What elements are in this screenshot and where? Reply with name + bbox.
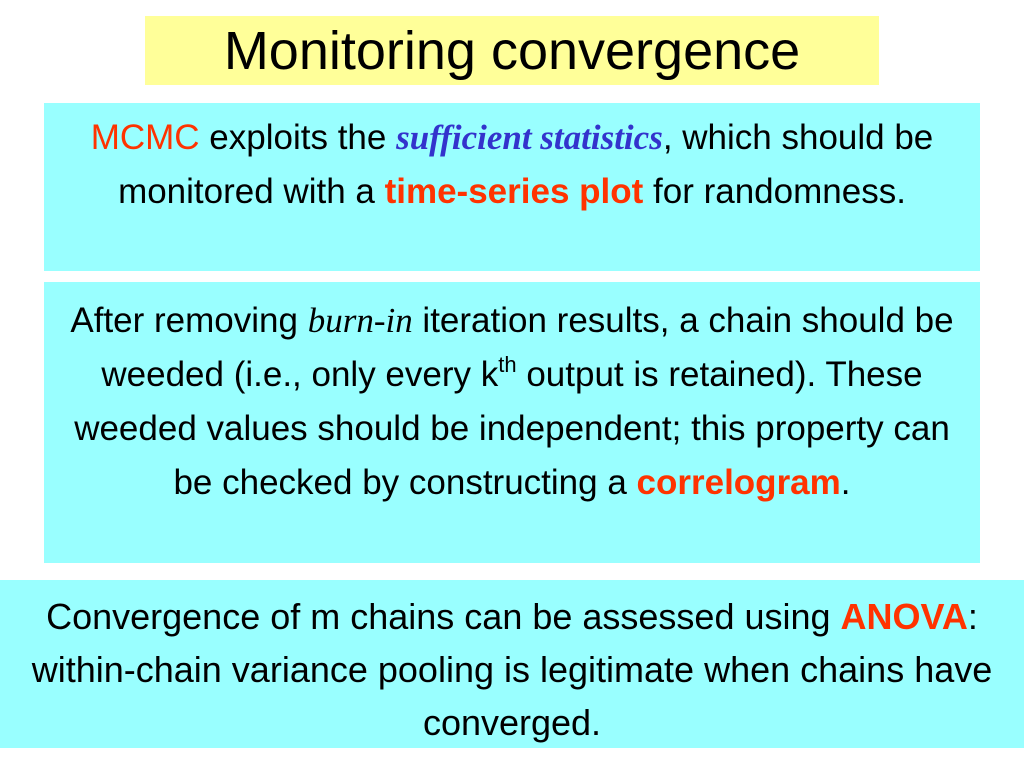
time-series-plot-term: time-series plot <box>384 172 644 211</box>
panel1-text-b: , which should be monitored with a <box>118 118 934 211</box>
anova-term: ANOVA <box>840 596 968 637</box>
panel1-text-a: exploits the <box>199 118 397 157</box>
slide-title: Monitoring convergence <box>223 20 801 81</box>
sufficient-statistics-term: sufficient statistics <box>396 118 663 157</box>
th-superscript: th <box>498 352 517 377</box>
panel1-text-c: for randomness. <box>643 172 906 211</box>
mcmc-statistics-panel: MCMC exploits the sufficient statistics,… <box>44 103 980 271</box>
panel3-text-a: Convergence of m chains can be assessed … <box>46 596 841 637</box>
correlogram-term: correlogram <box>636 463 841 502</box>
burn-in-term: burn-in <box>307 301 413 340</box>
panel2-text-c: output is retained). These weeded values… <box>74 355 950 502</box>
panel3-text-b: : within-chain variance pooling is legit… <box>31 596 993 743</box>
burn-in-weeding-text: After removing burn-in iteration results… <box>54 294 970 510</box>
anova-convergence-text: Convergence of m chains can be assessed … <box>6 590 1018 749</box>
mcmc-term: MCMC <box>90 118 200 157</box>
mcmc-statistics-text: MCMC exploits the sufficient statistics,… <box>54 111 970 219</box>
panel2-text-b: iteration results, a chain should be wee… <box>101 301 954 394</box>
panel2-text-a: After removing <box>70 301 308 340</box>
burn-in-weeding-panel: After removing burn-in iteration results… <box>44 282 980 563</box>
anova-convergence-panel: Convergence of m chains can be assessed … <box>0 580 1024 748</box>
title-banner: Monitoring convergence <box>145 16 879 85</box>
panel2-text-d: . <box>840 463 851 502</box>
